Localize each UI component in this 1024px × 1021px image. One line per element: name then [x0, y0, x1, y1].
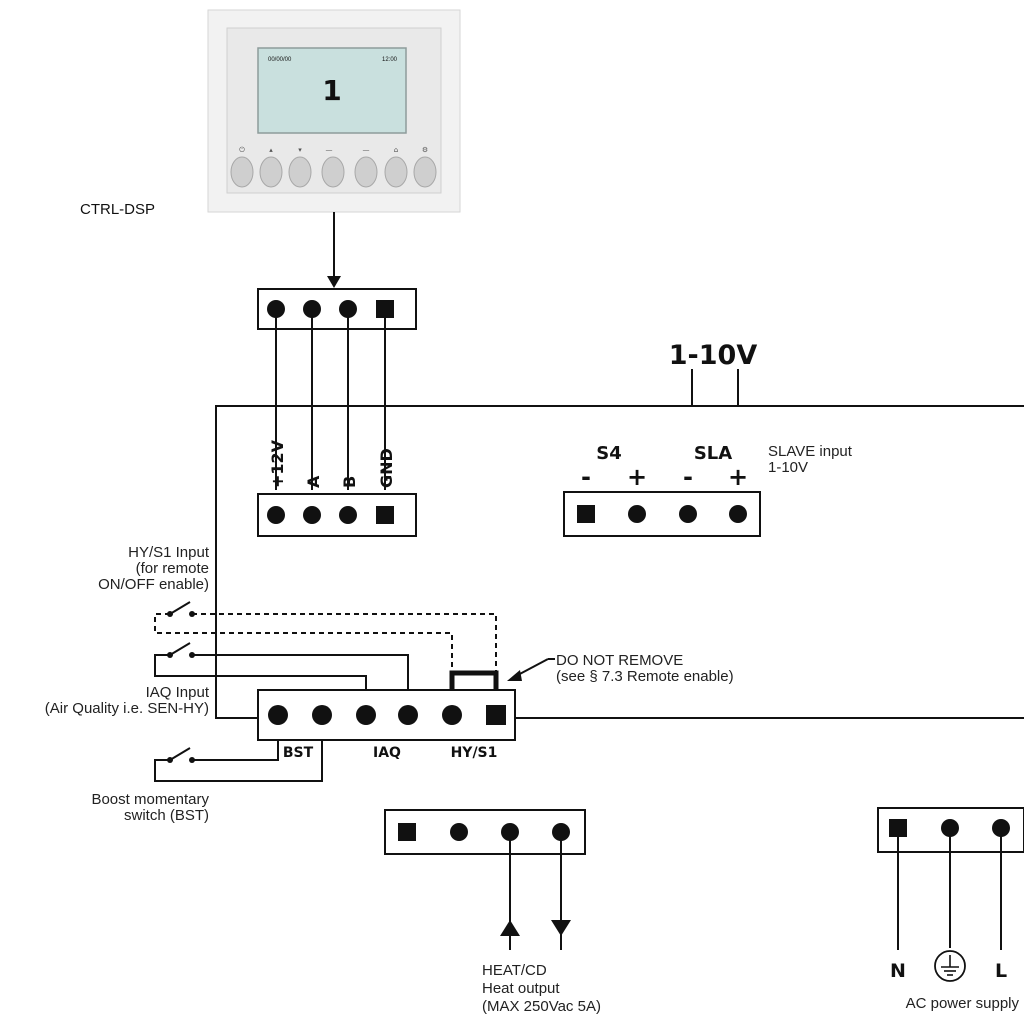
pin-label-gnd: GND: [377, 448, 396, 488]
iaq-input-line1: IAQ Input: [146, 684, 210, 701]
terminal-label-iaq: IAQ: [373, 745, 401, 761]
note-arrow-head-icon: [507, 670, 522, 681]
display-button-4[interactable]: [321, 156, 345, 188]
bus-terminal-lower: +12V A B GND: [257, 439, 417, 537]
lcd-time: 12:00: [382, 57, 398, 63]
display-button-home[interactable]: [384, 156, 408, 188]
display-buttons: [230, 156, 437, 188]
analog-terminal: S4 SLA - + - +: [563, 443, 761, 537]
display-button-down[interactable]: [288, 156, 312, 188]
heat-line3: (MAX 250Vac 5A): [482, 998, 601, 1015]
sla-minus-label: -: [683, 463, 693, 491]
ctrl-dsp-label: CTRL-DSP: [80, 201, 155, 218]
display-button-settings[interactable]: [413, 156, 437, 188]
btn-caption-settings: ⚙: [422, 146, 428, 154]
main-board-outline: [215, 405, 1024, 719]
display-button-up[interactable]: [259, 156, 283, 188]
btn-caption-up: ▴: [269, 146, 273, 154]
sla-plus-label: +: [728, 463, 748, 491]
bst-input-line2: switch (BST): [124, 807, 209, 824]
btn-caption-home: ⌂: [394, 146, 398, 154]
lcd-screen: [257, 47, 407, 134]
hy-input-line1: HY/S1 Input: [128, 544, 210, 561]
lcd-date: 00/00/00: [268, 57, 292, 63]
arrow-head-down-icon: [327, 276, 341, 288]
display-button-captions: ⏻ ▴ ▾ — — ⌂ ⚙: [239, 146, 428, 154]
heat-line2: Heat output: [482, 980, 560, 997]
s4-plus-label: +: [627, 463, 647, 491]
sla-label: SLA: [694, 443, 732, 464]
btn-caption-down: ▾: [298, 146, 302, 154]
bst-input-line1: Boost momentary: [91, 791, 209, 808]
analog-title: 1-10V: [669, 340, 758, 371]
hy-input-line3: ON/OFF enable): [98, 576, 209, 593]
power-caption: AC power supply: [906, 995, 1020, 1012]
heat-line1: HEAT/CD: [482, 962, 547, 979]
ctrl-dsp-display: 00/00/00 12:00 1 ⏻ ▴ ▾ — — ⌂ ⚙: [207, 9, 461, 213]
btn-caption-4: —: [326, 146, 333, 154]
slave-input-line1: SLAVE input: [768, 443, 853, 460]
s4-minus-label: -: [581, 463, 591, 491]
ground-icon: [934, 950, 966, 982]
arrow-down-icon: [551, 920, 571, 936]
s4-label: S4: [596, 443, 622, 464]
heat-terminal: [384, 809, 586, 855]
btn-caption-power: ⏻: [239, 146, 245, 154]
bus-terminal-upper: [257, 288, 417, 330]
power-label-l: L: [995, 960, 1007, 982]
power-label-n: N: [890, 960, 906, 982]
arrow-up-icon: [500, 920, 520, 936]
note-line1: DO NOT REMOVE: [556, 652, 683, 669]
lcd-value: 1: [322, 74, 341, 107]
display-button-5[interactable]: [354, 156, 378, 188]
pin-label-a: A: [304, 475, 323, 488]
pin-label-b: B: [340, 476, 359, 488]
iaq-input-line2: (Air Quality i.e. SEN-HY): [45, 700, 209, 717]
btn-caption-5: —: [363, 146, 370, 154]
hy-input-line2: (for remote: [136, 560, 209, 577]
display-button-power[interactable]: [230, 156, 254, 188]
note-arrow-line: [515, 658, 549, 677]
pin-label-12v: +12V: [268, 439, 287, 488]
input-terminal: BST IAQ HY/S1: [257, 689, 516, 761]
note-line2: (see § 7.3 Remote enable): [556, 668, 734, 685]
slave-input-line2: 1-10V: [768, 459, 808, 476]
terminal-label-bst: BST: [283, 745, 314, 761]
terminal-label-hy: HY/S1: [451, 745, 498, 761]
